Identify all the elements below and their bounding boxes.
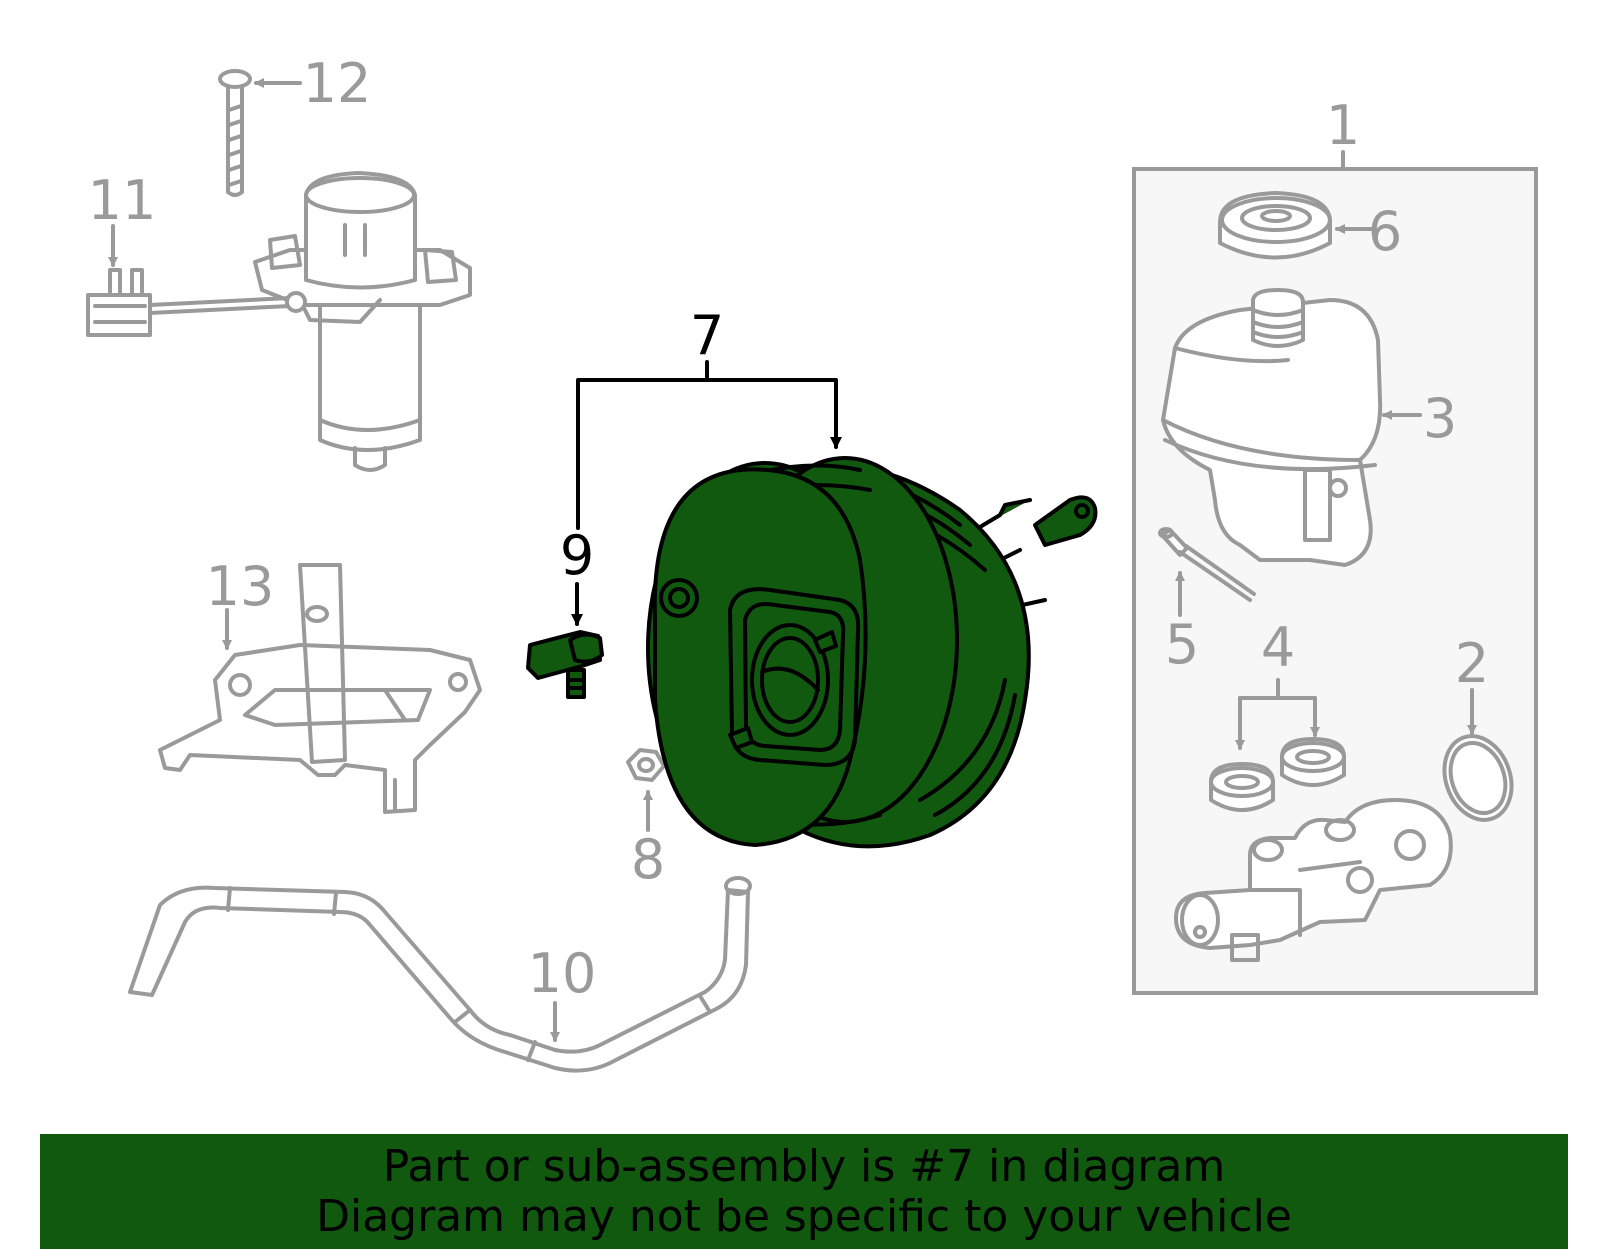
banner-line-1: Part or sub-assembly is #7 in diagram [382, 1140, 1226, 1192]
info-banner: Part or sub-assembly is #7 in diagram Di… [40, 1134, 1568, 1249]
callout-1[interactable]: 1 [1326, 94, 1360, 157]
callout-7[interactable]: 7 [690, 304, 724, 367]
brake-booster-part-7[interactable] [646, 456, 1098, 849]
vacuum-pump[interactable] [253, 171, 472, 472]
vacuum-sensor-part-11[interactable] [86, 268, 307, 337]
check-valve-part-9[interactable] [526, 630, 604, 699]
bracket-part-13[interactable] [158, 563, 482, 814]
nut-part-8[interactable] [626, 748, 666, 782]
callout-5[interactable]: 5 [1165, 613, 1199, 676]
reservoir-part-3[interactable] [1161, 288, 1383, 567]
callout-10[interactable]: 10 [528, 942, 597, 1005]
o-ring-part-2[interactable] [1433, 727, 1523, 830]
callout-8[interactable]: 8 [631, 828, 665, 891]
callout-4[interactable]: 4 [1261, 616, 1295, 679]
callout-12[interactable]: 12 [303, 52, 372, 115]
callout-13[interactable]: 13 [206, 555, 275, 618]
bolt-part-12[interactable] [218, 69, 252, 197]
seal-b-part-4[interactable] [1280, 737, 1346, 787]
callout-6[interactable]: 6 [1368, 200, 1402, 263]
callout-11[interactable]: 11 [88, 169, 157, 232]
seal-a-part-4[interactable] [1209, 762, 1275, 812]
callout-9[interactable]: 9 [560, 524, 594, 587]
master-cylinder-box-part-1[interactable] [1132, 150, 1538, 995]
reservoir-cap-part-6[interactable] [1218, 191, 1332, 260]
callout-2[interactable]: 2 [1455, 632, 1489, 695]
vacuum-hose-part-10[interactable] [128, 876, 752, 1073]
banner-line-2: Diagram may not be specific to your vehi… [316, 1190, 1292, 1242]
pin-part-5[interactable] [1158, 527, 1256, 602]
callout-3[interactable]: 3 [1423, 387, 1457, 450]
master-cylinder-body[interactable] [1174, 798, 1453, 962]
